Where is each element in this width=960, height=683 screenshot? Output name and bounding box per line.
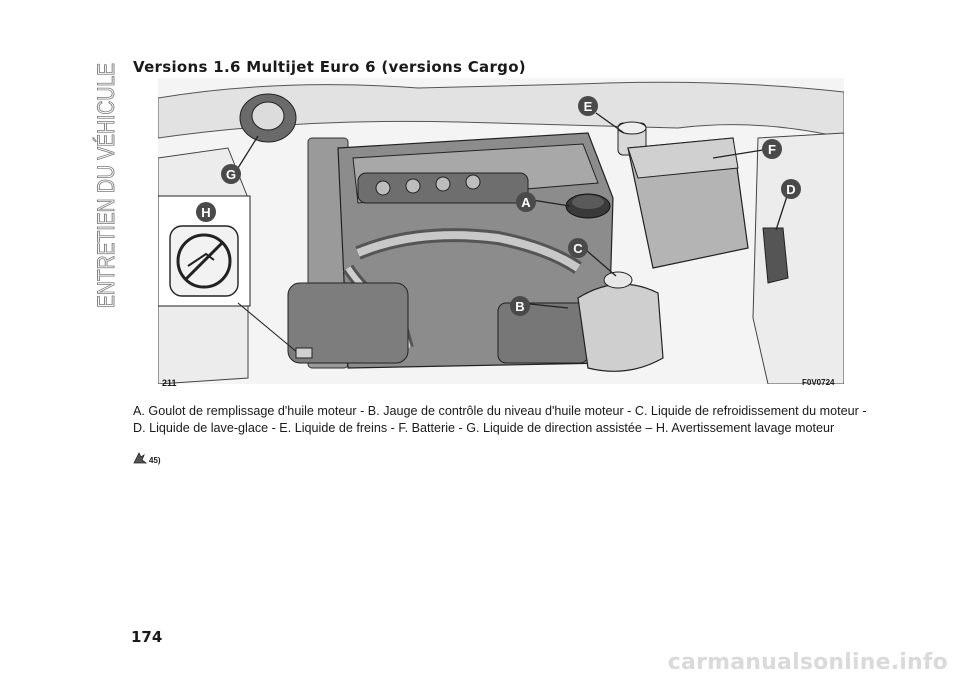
callout-h: H bbox=[196, 202, 216, 222]
svg-text:E: E bbox=[584, 99, 593, 114]
svg-text:F: F bbox=[768, 142, 776, 157]
section-heading: Versions 1.6 Multijet Euro 6 (versions C… bbox=[133, 58, 526, 76]
engine-figure: G H A C B E F D bbox=[157, 78, 845, 385]
callout-c: C bbox=[568, 238, 588, 258]
svg-text:B: B bbox=[515, 299, 524, 314]
callout-e: E bbox=[578, 96, 598, 116]
figure-caption: A. Goulot de remplissage d'huile moteur … bbox=[133, 404, 867, 435]
page-number: 174 bbox=[131, 628, 163, 646]
side-title-text: ENTRETIEN DU VÉHICULE bbox=[93, 63, 120, 308]
svg-text:D: D bbox=[786, 182, 795, 197]
engine-illustration: G H A C B E F D bbox=[157, 78, 845, 385]
warning-hand-icon bbox=[133, 452, 147, 464]
callout-b: B bbox=[510, 296, 530, 316]
watermark: carmanualsonline.info bbox=[667, 650, 948, 675]
callout-a: A bbox=[516, 192, 536, 212]
warning-note[interactable]: 45) bbox=[149, 456, 161, 465]
side-title: ENTRETIEN DU VÉHICULE bbox=[80, 60, 121, 310]
callout-d: D bbox=[781, 179, 801, 199]
svg-text:G: G bbox=[226, 167, 236, 182]
svg-text:C: C bbox=[573, 241, 583, 256]
side-title-svg: ENTRETIEN DU VÉHICULE bbox=[93, 63, 121, 309]
svg-text:A: A bbox=[521, 195, 531, 210]
callout-f: F bbox=[762, 139, 782, 159]
figure-number: 211 bbox=[162, 378, 177, 388]
figure-code: F0V0724 bbox=[802, 378, 835, 387]
svg-text:H: H bbox=[201, 205, 210, 220]
warning-reference: 45) bbox=[133, 451, 161, 465]
callout-g: G bbox=[221, 164, 241, 184]
